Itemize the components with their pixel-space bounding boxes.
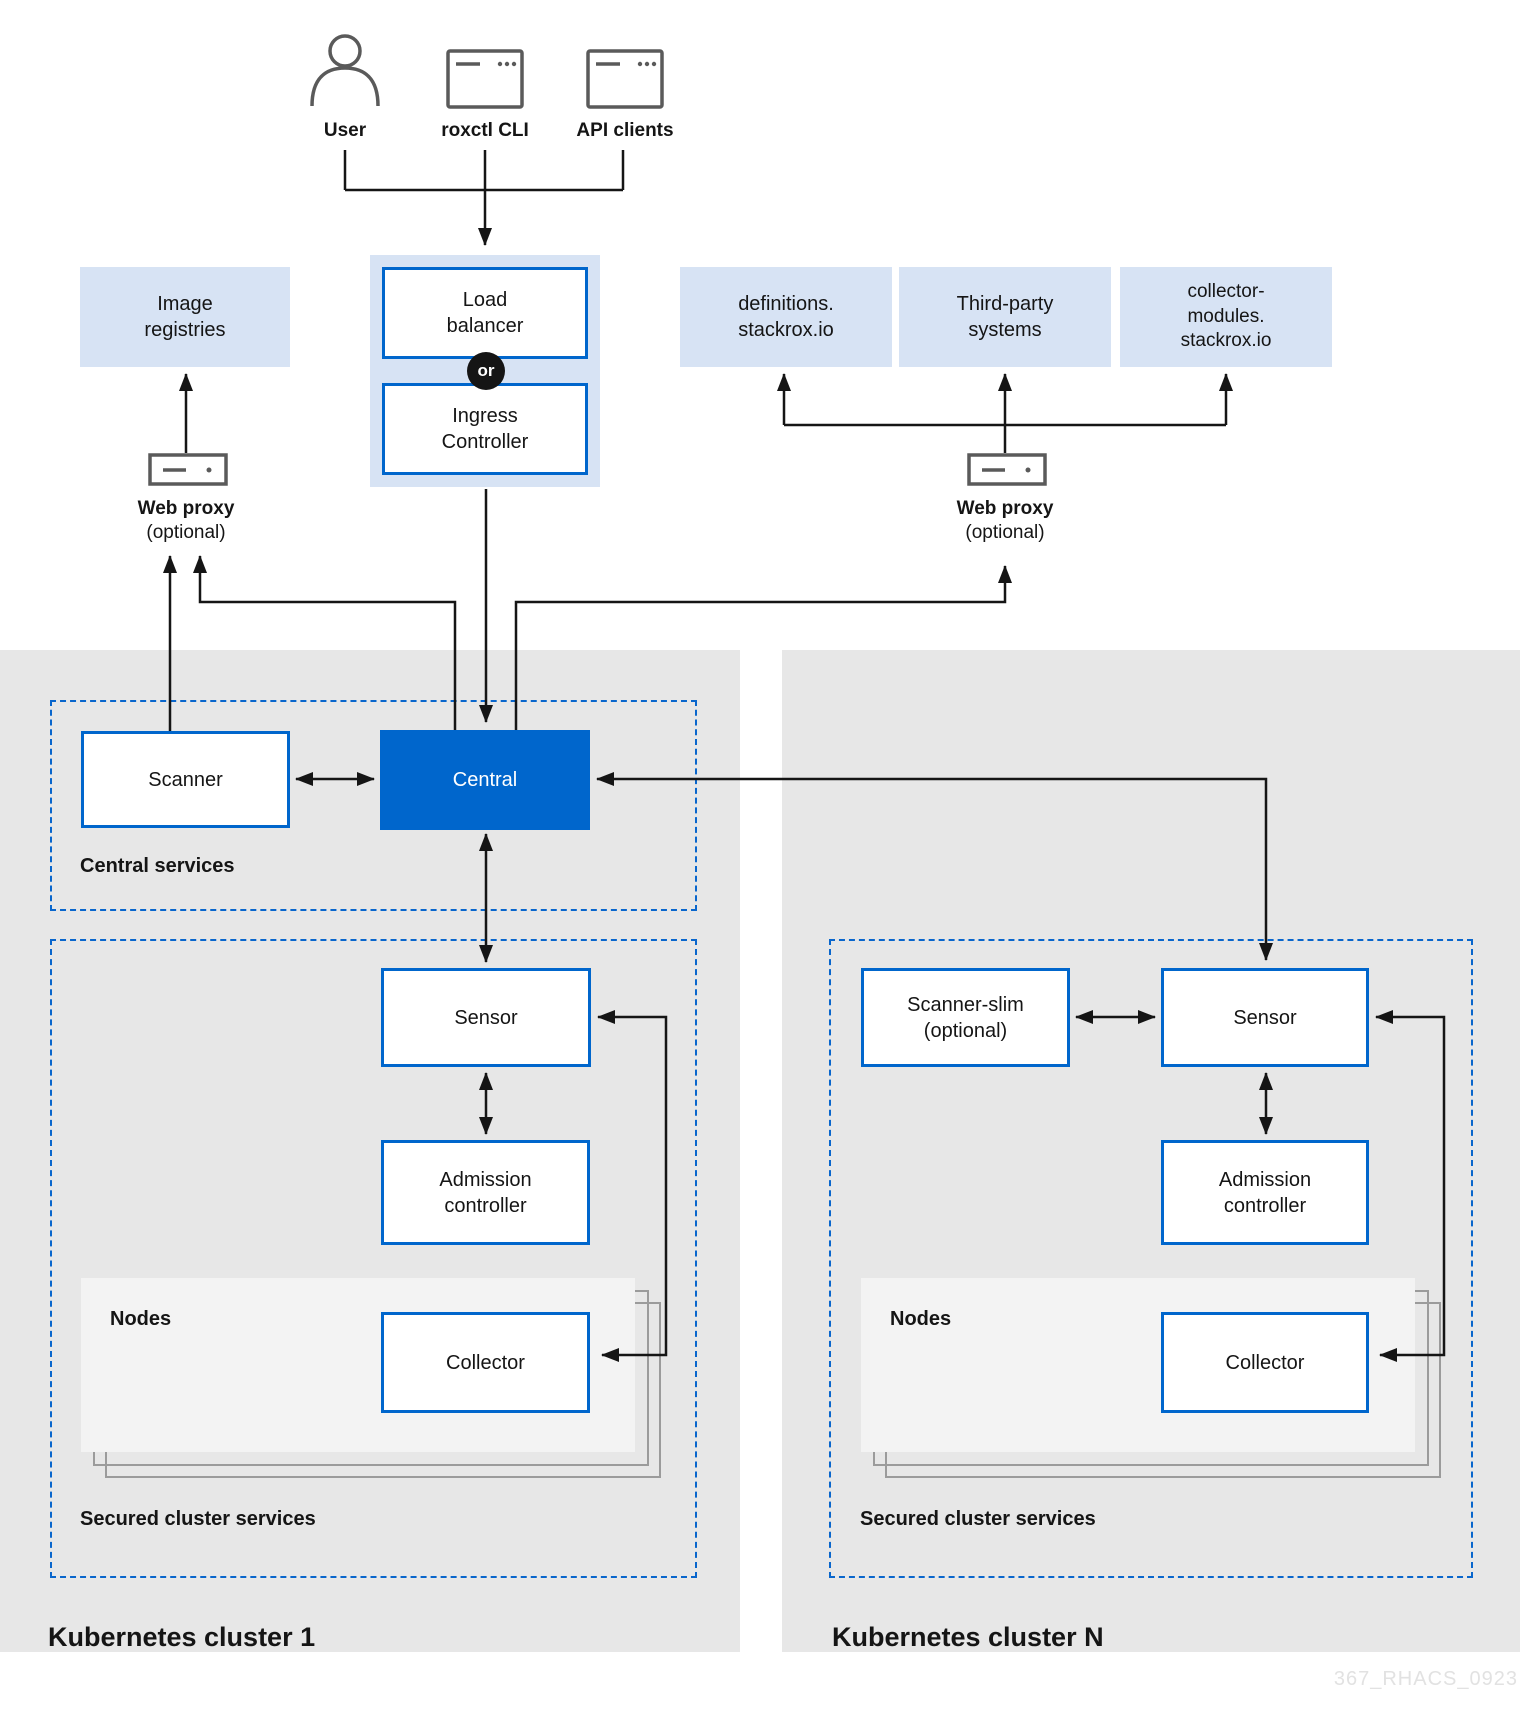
left-web-proxy-label: Web proxy (optional) — [106, 497, 266, 545]
api-clients-icon — [586, 49, 664, 109]
clusterN-secured-label: Secured cluster services — [860, 1508, 1096, 1530]
cluster1-title: Kubernetes cluster 1 — [48, 1622, 316, 1652]
edge-central-sensorN — [596, 772, 1273, 961]
right-web-proxy-qualifier: (optional) — [965, 521, 1045, 543]
clusterN-admission-box: Admission controller — [1161, 1140, 1369, 1245]
cluster1-collector-box: Collector — [381, 1312, 590, 1413]
or-badge: or — [467, 352, 505, 390]
user-label: User — [323, 120, 367, 141]
definitions-box: definitions. stackrox.io — [680, 267, 892, 367]
cluster1-admission-box: Admission controller — [381, 1140, 590, 1245]
clusterN-nodes-label: Nodes — [890, 1308, 952, 1330]
clusterN-sensor-box: Sensor — [1161, 968, 1369, 1067]
load-balancer-box: Load balancer — [382, 267, 588, 359]
scanner-box: Scanner — [81, 731, 290, 828]
third-party-box: Third-party systems — [899, 267, 1111, 367]
roxctl-cli-label: roxctl CLI — [441, 120, 529, 141]
clusterN-scanner-slim-box: Scanner-slim (optional) — [861, 968, 1070, 1067]
ingress-controller-box: Ingress Controller — [382, 383, 588, 475]
central-box: Central — [380, 730, 590, 830]
user-icon — [310, 34, 380, 107]
cluster1-secured-label: Secured cluster services — [80, 1508, 316, 1530]
cluster1-sensor-box: Sensor — [381, 968, 591, 1067]
cluster1-secured-box — [50, 939, 697, 1578]
edge-central-to-left-webproxy — [193, 555, 457, 730]
cluster1-nodes-label: Nodes — [110, 1308, 172, 1330]
figure-watermark: 367_RHACS_0923 — [1333, 1668, 1518, 1690]
edge-right-webproxy-branch — [784, 423, 1226, 453]
right-web-proxy-name: Web proxy — [956, 498, 1054, 519]
left-web-proxy-icon — [148, 453, 228, 486]
clusterN-collector-box: Collector — [1161, 1312, 1369, 1413]
roxctl-cli-icon — [446, 49, 524, 109]
central-services-label: Central services — [80, 855, 235, 877]
left-web-proxy-qualifier: (optional) — [146, 521, 226, 543]
edge-central-to-right-webproxy — [514, 565, 1012, 730]
edge-collectorN-sensorN-loop — [1375, 1010, 1446, 1362]
collector-modules-box: collector- modules. stackrox.io — [1120, 267, 1332, 367]
api-clients-label: API clients — [576, 120, 674, 141]
right-web-proxy-icon — [967, 453, 1047, 486]
image-registries-box: Image registries — [80, 267, 290, 367]
edge-collector1-sensor1-loop — [597, 1010, 668, 1362]
clusterN-title: Kubernetes cluster N — [832, 1622, 1104, 1652]
right-web-proxy-label: Web proxy (optional) — [925, 497, 1085, 545]
left-web-proxy-name: Web proxy — [137, 498, 235, 519]
